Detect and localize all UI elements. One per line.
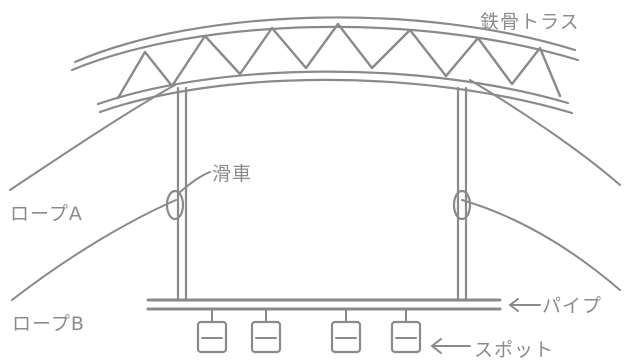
spot-arrow	[431, 338, 471, 354]
rope-a-right	[469, 79, 621, 186]
pulley-label: 滑車	[212, 163, 252, 185]
pipe	[146, 298, 502, 311]
rope-b-label: ロープB	[12, 313, 85, 335]
pulleys	[165, 189, 472, 221]
rope-a-left	[9, 84, 176, 191]
pipe-label: パイプ	[542, 295, 602, 317]
truss-label: 鉄骨トラス	[480, 11, 580, 33]
spotlight	[250, 308, 282, 354]
truss-top-chord-upper	[73, 16, 577, 64]
rope-b-left	[11, 199, 177, 301]
spotlight	[390, 308, 422, 354]
hanging-lines	[176, 86, 468, 302]
right-pulley	[452, 189, 472, 221]
spotlight	[196, 308, 228, 354]
rope-a-label: ロープA	[10, 203, 83, 225]
rope-a-lines	[9, 79, 621, 191]
left-pulley	[165, 189, 185, 221]
spotlights	[196, 308, 422, 354]
spotlight	[330, 308, 362, 354]
rope-b-right	[461, 199, 621, 291]
truss-bottom-chord-upper	[96, 70, 570, 106]
truss-web	[116, 22, 562, 100]
rope-b-lines	[11, 199, 621, 301]
pulley-leader-line	[179, 171, 211, 193]
pipe-arrow	[509, 298, 541, 312]
spot-label: スポット	[474, 339, 554, 361]
truss-top-chord-lower	[70, 25, 580, 72]
